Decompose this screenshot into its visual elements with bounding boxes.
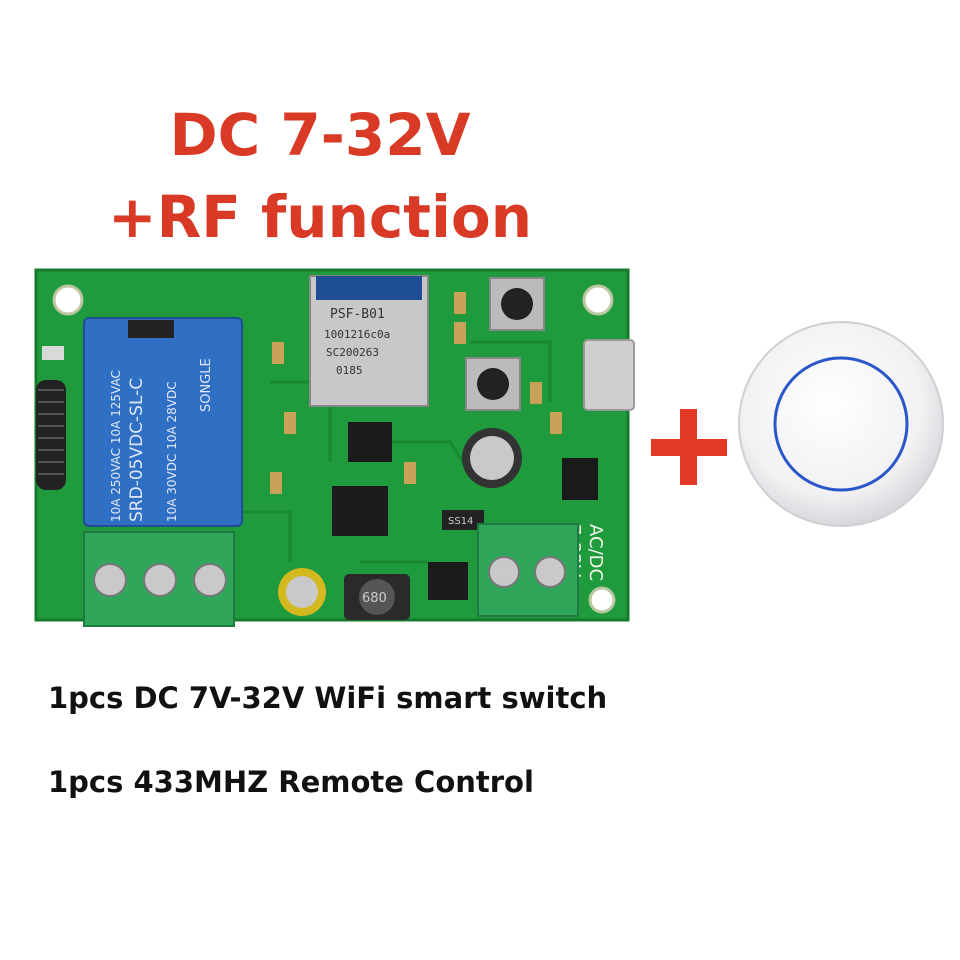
relay-terminal-block (83, 531, 235, 627)
module-id-label: 1001216c0a (324, 328, 390, 341)
push-button-bottom (465, 357, 521, 411)
mosfet (562, 458, 598, 500)
caption-switch: 1pcs DC 7V-32V WiFi smart switch (48, 681, 608, 715)
diode-ss14: SS14 (442, 510, 484, 530)
electrolytic-capacitor (462, 428, 522, 488)
voltage-label-type: AC/DC (585, 524, 606, 581)
diode-label: SS14 (448, 516, 473, 527)
push-button-top (489, 277, 545, 331)
remote-button-ring (773, 356, 909, 492)
inductor: 680 (344, 574, 410, 620)
headline-voltage: DC 7-32V (169, 101, 471, 169)
regulator (332, 486, 388, 536)
ic-chip (348, 422, 392, 462)
electrolytic-capacitor-small (278, 568, 326, 616)
diode-top (128, 320, 174, 338)
ic-chip-small (428, 562, 468, 600)
headline-rf-function: +RF function (107, 183, 532, 251)
plus-icon (651, 409, 727, 485)
micro-usb-port (583, 339, 635, 411)
inductor-label: 680 (362, 591, 387, 606)
relay-rating-ac: 10A 250VAC 10A 125VAC (109, 370, 123, 522)
module-batch-label: 0185 (336, 364, 363, 377)
relay: SRD-05VDC-SL-C 10A 250VAC 10A 125VAC 10A… (83, 317, 243, 527)
relay-rating-dc: 10A 30VDC 10A 28VDC (165, 381, 179, 522)
caption-remote: 1pcs 433MHZ Remote Control (48, 765, 534, 799)
relay-model-label: SRD-05VDC-SL-C (127, 378, 147, 522)
power-terminal-block (477, 523, 579, 617)
wifi-relay-board: SRD-05VDC-SL-C 10A 250VAC 10A 125VAC 10A… (34, 268, 635, 627)
module-model-label: PSF-B01 (330, 307, 385, 322)
relay-brand-label: SONGLE (199, 358, 214, 412)
antenna-coil (36, 380, 66, 490)
wifi-module: PSF-B01 1001216c0a SC200263 0185 (309, 275, 429, 407)
module-serial-label: SC200263 (326, 346, 379, 359)
remote-control (738, 321, 944, 527)
